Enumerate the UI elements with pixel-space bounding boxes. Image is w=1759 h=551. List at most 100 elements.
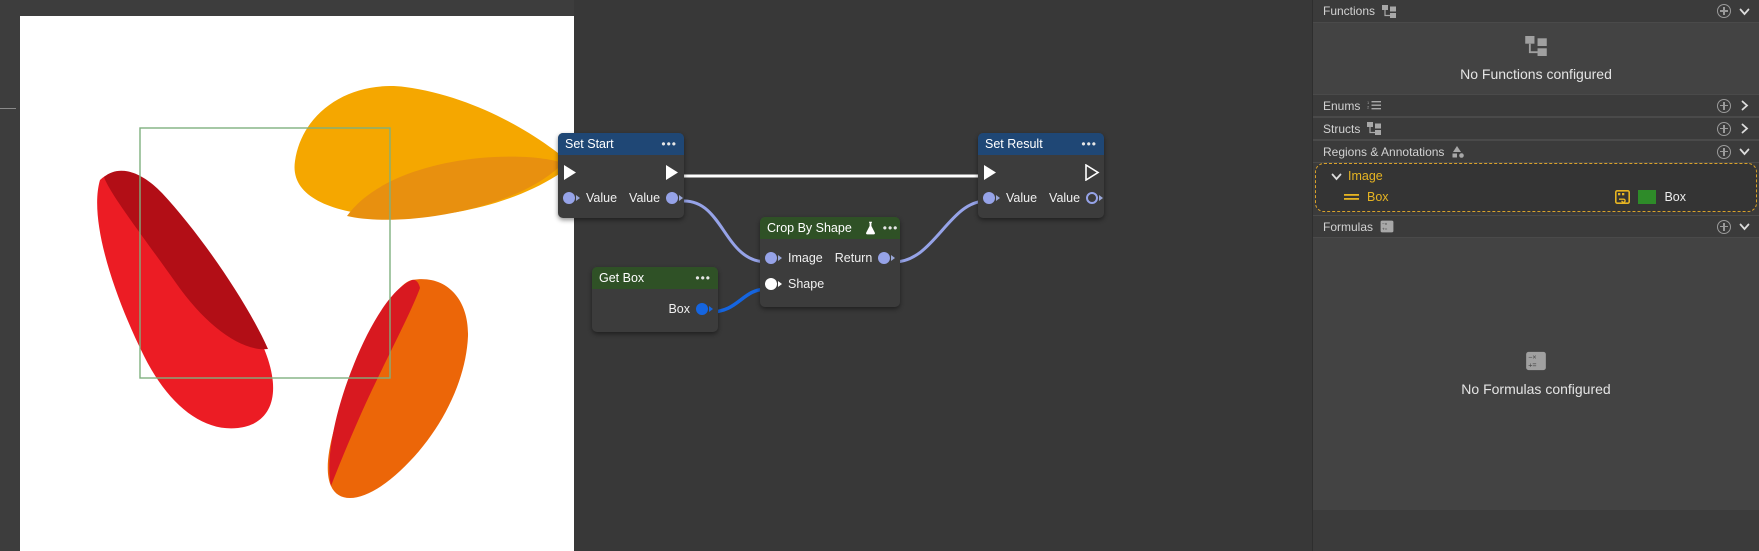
input-pin-value[interactable] (983, 192, 1000, 204)
functions-empty-state: No Functions configured (1313, 23, 1759, 94)
chevron-down-icon[interactable] (1738, 220, 1751, 233)
node-get-box[interactable]: Get Box ••• Box (592, 267, 718, 332)
add-function-button[interactable] (1717, 4, 1731, 18)
add-struct-button[interactable] (1717, 121, 1731, 136)
list-icon: 1 2 (1367, 100, 1382, 110)
functions-empty-text: No Functions configured (1460, 65, 1612, 82)
node-get-box-menu-icon[interactable]: ••• (695, 271, 711, 285)
tree-row-box[interactable]: Box Box (1316, 186, 1756, 208)
svg-text:+=: += (1528, 362, 1536, 369)
section-header-structs[interactable]: Structs (1313, 117, 1759, 140)
section-label-functions: Functions (1323, 4, 1376, 18)
image-viewer-panel (0, 0, 574, 551)
pin-row-box: Box (592, 296, 718, 322)
data-wire-setstart-to-crop (683, 199, 768, 264)
panel-scrollbar[interactable] (1754, 0, 1759, 551)
node-set-result[interactable]: Set Result ••• Value (978, 133, 1104, 218)
flask-icon (865, 221, 875, 235)
node-set-start-header[interactable]: Set Start ••• (558, 133, 684, 155)
struct-icon (1525, 35, 1547, 56)
node-set-result-header[interactable]: Set Result ••• (978, 133, 1104, 155)
exec-row (558, 159, 684, 185)
region-swatch-label: Box (1664, 190, 1686, 204)
output-label-box: Box (668, 302, 690, 316)
tree-row-image[interactable]: Image (1316, 166, 1756, 186)
node-get-box-header[interactable]: Get Box ••• (592, 267, 718, 289)
orange-petal-overlap (347, 156, 563, 220)
regions-tree[interactable]: Image Box Box (1315, 163, 1757, 212)
pin-row-value: Value Value (978, 185, 1104, 211)
node-set-result-menu-icon[interactable]: ••• (1081, 137, 1097, 151)
dark-red-petal-overlap (104, 170, 268, 350)
calculator-icon: −× += (1526, 351, 1546, 371)
chevron-down-icon[interactable] (1330, 170, 1343, 183)
node-crop-by-shape-menu-icon[interactable]: ••• (882, 221, 899, 235)
input-pin-value[interactable] (563, 192, 580, 204)
add-formula-button[interactable] (1717, 219, 1731, 234)
data-wire-getbox-to-crop (709, 287, 768, 314)
exec-in-icon[interactable] (982, 164, 998, 181)
output-pin-value[interactable] (666, 192, 684, 204)
node-set-start[interactable]: Set Start ••• Value (558, 133, 684, 218)
calculator-icon: −× += (1380, 220, 1394, 233)
node-crop-by-shape[interactable]: Crop By Shape ••• Image Return (760, 217, 900, 307)
node-set-start-title: Set Start (565, 137, 614, 151)
image-shapes (97, 86, 566, 498)
section-header-enums[interactable]: Enums 1 2 (1313, 94, 1759, 117)
input-pin-shape[interactable] (765, 278, 782, 290)
viewer-ruler-tick (0, 108, 16, 109)
section-header-functions[interactable]: Functions (1313, 0, 1759, 23)
node-set-result-body: Value Value (978, 155, 1104, 218)
node-set-start-menu-icon[interactable]: ••• (661, 137, 677, 151)
formulas-empty-state: −× += No Formulas configured (1313, 238, 1759, 510)
node-set-start-body: Value Value (558, 155, 684, 218)
input-label-value: Value (586, 191, 618, 205)
pin-row-shape: Shape (760, 271, 900, 297)
node-crop-by-shape-header[interactable]: Crop By Shape ••• (760, 217, 900, 239)
svg-text:−×: −× (1528, 355, 1536, 362)
add-enum-button[interactable] (1717, 98, 1731, 113)
output-pin-value[interactable] (1086, 192, 1104, 204)
region-type-icon[interactable] (1615, 190, 1631, 204)
region-color-swatch[interactable] (1638, 190, 1657, 204)
chevron-right-icon[interactable] (1738, 122, 1751, 135)
node-set-result-title: Set Result (985, 137, 1043, 151)
add-region-button[interactable] (1717, 144, 1731, 159)
right-panel: Functions No Functions configured (1312, 0, 1759, 551)
chevron-right-icon[interactable] (1738, 99, 1751, 112)
exec-out-icon[interactable] (1084, 163, 1100, 181)
shapes-icon (1452, 146, 1465, 158)
input-label-shape: Shape (788, 277, 825, 291)
region-box-rect[interactable] (139, 127, 391, 379)
output-pin-return[interactable] (878, 252, 896, 264)
svg-text:−×: −× (1382, 222, 1388, 227)
svg-text:2: 2 (1367, 105, 1370, 110)
drag-handle-icon[interactable] (1344, 192, 1359, 202)
node-get-box-title: Get Box (599, 271, 645, 285)
tree-label-image: Image (1348, 169, 1383, 183)
struct-icon (1382, 4, 1397, 18)
pin-row-image: Image Return (760, 245, 900, 271)
formulas-empty-text: No Formulas configured (1461, 381, 1611, 397)
output-label-value: Value (1049, 191, 1081, 205)
output-label-return: Return (834, 251, 873, 265)
node-graph-canvas[interactable]: Set Start ••• Value (558, 0, 1312, 551)
input-pin-image[interactable] (765, 252, 782, 264)
struct-icon (1367, 122, 1382, 135)
image-canvas[interactable] (20, 16, 574, 551)
chevron-down-icon[interactable] (1738, 145, 1751, 158)
section-header-regions[interactable]: Regions & Annotations (1313, 140, 1759, 163)
exec-in-icon[interactable] (562, 164, 578, 181)
output-pin-box[interactable] (696, 303, 713, 315)
section-header-formulas[interactable]: Formulas −× += (1313, 215, 1759, 238)
red-petal-lower (329, 279, 420, 486)
orange-petal (327, 279, 469, 498)
exec-out-icon[interactable] (664, 164, 680, 181)
data-wire-crop-to-setresult (893, 199, 987, 264)
input-label-value: Value (1006, 191, 1038, 205)
svg-text:+=: += (1382, 227, 1388, 232)
chevron-down-icon[interactable] (1738, 5, 1751, 18)
tree-label-box: Box (1367, 190, 1389, 204)
output-label-value: Value (629, 191, 661, 205)
